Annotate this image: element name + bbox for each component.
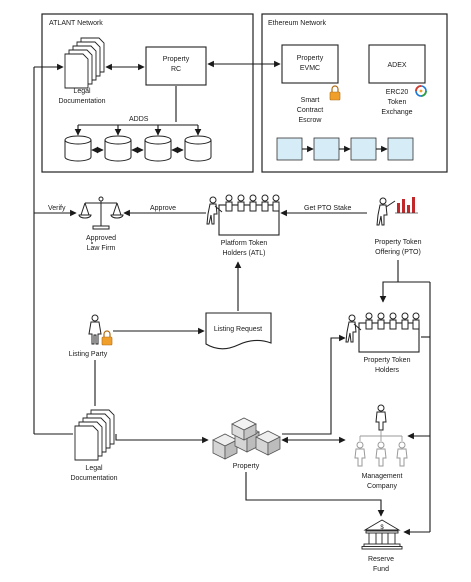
property-blocks-icon (212, 417, 281, 460)
lock-icon (329, 85, 341, 101)
legal-to-property-connector (115, 434, 209, 444)
property-label: Property (233, 463, 260, 470)
property-token-holders-icon (345, 312, 420, 353)
database-node-1 (64, 135, 92, 162)
atlant-network-label: ATLANT Network (49, 20, 103, 27)
legal-documentation-bottom-icon (74, 409, 115, 461)
escrow-label-2: Contract (297, 107, 324, 114)
pth-label-2: Holders (ATL) (222, 250, 265, 257)
legal-documentation-bottom-label-2: Documentation (70, 475, 117, 482)
block-4 (387, 137, 414, 161)
pto-chart-icon (395, 197, 418, 214)
property-evmc-label: Property (297, 55, 324, 62)
pto-presenter-icon (376, 197, 396, 226)
platform-token-holders-icon (206, 194, 280, 236)
adex-label: ADEX (387, 62, 406, 69)
property-token-holders-label-2: Holders (375, 367, 400, 374)
approve-label: Approve (150, 205, 176, 212)
property-rc-box (145, 46, 207, 86)
management-label-2: Company (367, 483, 397, 490)
atlant-network-box (41, 13, 254, 173)
property-rc-label: Property (163, 56, 190, 63)
block-1 (276, 137, 303, 161)
block-3 (350, 137, 377, 161)
property-token-holders-label: Property Token (364, 357, 411, 364)
listing-request-box (205, 312, 272, 350)
legal-documentation-top-label-2: Documentation (58, 98, 105, 105)
property-to-reserve-connector (245, 472, 385, 517)
property-evmc-box (281, 44, 339, 84)
erc20-label-3: Exchange (381, 109, 412, 116)
pto-label: Property Token (375, 239, 422, 246)
block-2 (313, 137, 340, 161)
legal-documentation-top-label: Legal (73, 88, 91, 95)
exchange-icon (415, 85, 427, 97)
property-rc-label-2: RC (171, 66, 181, 73)
listing-party-label: Listing Party (69, 351, 108, 358)
reserve-label-2: Fund (373, 566, 389, 573)
listing-party-icon (88, 314, 102, 345)
management-company-icon (354, 404, 408, 467)
erc20-label-2: Token (388, 99, 407, 106)
reserve-label: Reserve (368, 556, 394, 563)
pth-label: Platform Token (221, 240, 268, 247)
erc20-label: ERC20 (386, 89, 409, 96)
pto-label-2: Offering (PTO) (375, 249, 421, 256)
property-evmc-label-2: EVMC (300, 65, 320, 72)
svg-text:$: $ (380, 525, 384, 531)
adex-box (368, 44, 426, 84)
listing-request-label: Listing Request (214, 326, 262, 333)
law-firm-dot (91, 242, 93, 244)
legal-documentation-top-icon (64, 37, 105, 89)
pto-to-holders-connector (379, 260, 399, 303)
stake-label: Get PTO Stake (304, 205, 351, 212)
bank-icon: $ (361, 519, 403, 550)
database-node-3 (144, 135, 172, 162)
management-label: Management (362, 473, 403, 480)
verify-label: Verify (48, 205, 66, 212)
ethereum-network-label: Ethereum Network (268, 20, 326, 27)
database-node-2 (104, 135, 132, 162)
escrow-label-3: Escrow (299, 117, 323, 124)
database-node-4 (184, 135, 212, 162)
law-firm-label: Approved (86, 235, 116, 242)
property-to-holders-connector (282, 334, 346, 435)
listing-lock-icon (101, 330, 113, 346)
scale-icon (78, 196, 124, 230)
legal-documentation-bottom-label: Legal (85, 465, 103, 472)
escrow-label: Smart (301, 97, 320, 104)
ethereum-network-box (261, 13, 448, 173)
adds-label-text: ADDS (129, 116, 149, 123)
law-firm-label-2: Law Firm (87, 245, 116, 252)
